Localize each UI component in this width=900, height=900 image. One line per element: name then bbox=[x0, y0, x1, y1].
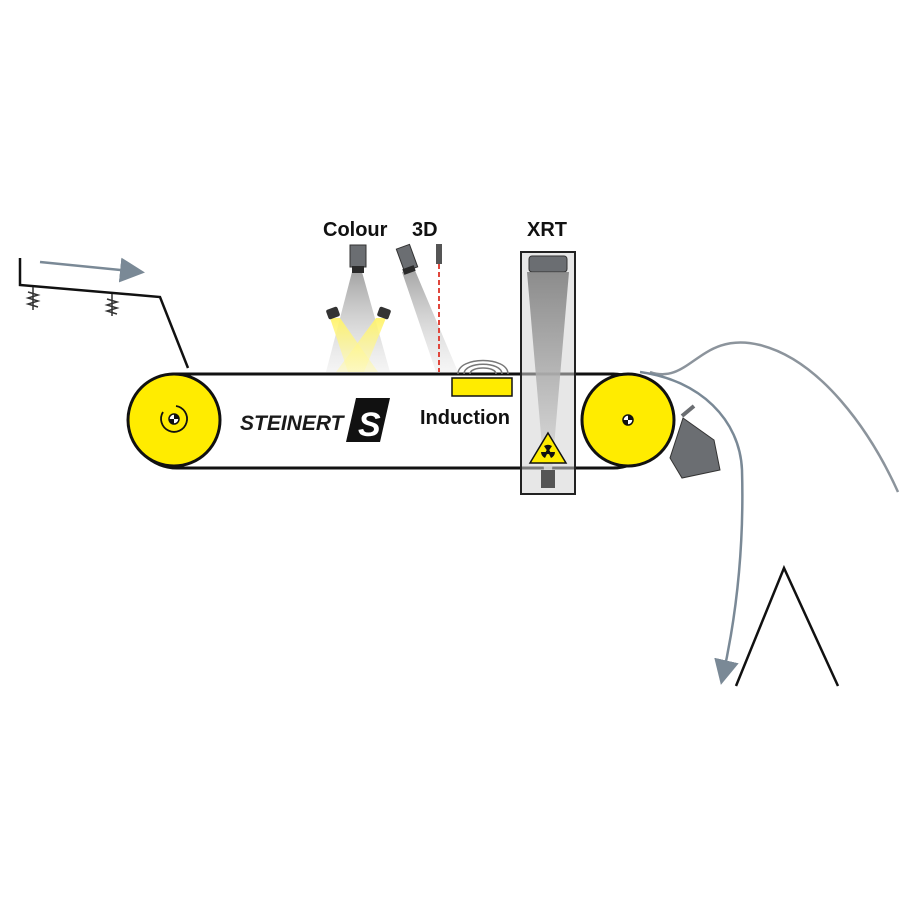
label-3d: 3D bbox=[412, 219, 438, 241]
vibrating-feeder bbox=[18, 258, 190, 369]
3d-camera-view bbox=[402, 268, 458, 372]
ejected-trajectory bbox=[649, 341, 900, 493]
brand-logo-letter: S bbox=[358, 406, 381, 444]
feed-direction-arrow-icon bbox=[39, 257, 145, 283]
3d-camera bbox=[395, 243, 458, 372]
left-drum bbox=[126, 372, 222, 468]
label-induction: Induction bbox=[420, 407, 510, 429]
drum-center-icon bbox=[160, 405, 188, 433]
right-drum bbox=[580, 372, 676, 468]
drum-center-icon bbox=[622, 414, 634, 426]
lamp-icon bbox=[326, 306, 340, 320]
xrt-unit bbox=[520, 251, 576, 495]
fall-trajectory-arrow-icon bbox=[639, 370, 744, 685]
spring-icon bbox=[25, 287, 41, 310]
induction-sensor bbox=[451, 359, 513, 397]
steinert-logo: STEINERT S bbox=[240, 398, 390, 444]
lamp-icon bbox=[377, 306, 391, 320]
brand-name: STEINERT bbox=[240, 412, 346, 435]
radiation-icon bbox=[528, 431, 568, 464]
colour-lights bbox=[326, 306, 391, 372]
spring-icon bbox=[104, 294, 120, 316]
ejector-nozzle bbox=[669, 404, 721, 479]
splitter bbox=[734, 564, 840, 687]
3d-laser bbox=[436, 244, 442, 372]
label-xrt: XRT bbox=[527, 219, 567, 241]
label-colour: Colour bbox=[323, 219, 388, 241]
